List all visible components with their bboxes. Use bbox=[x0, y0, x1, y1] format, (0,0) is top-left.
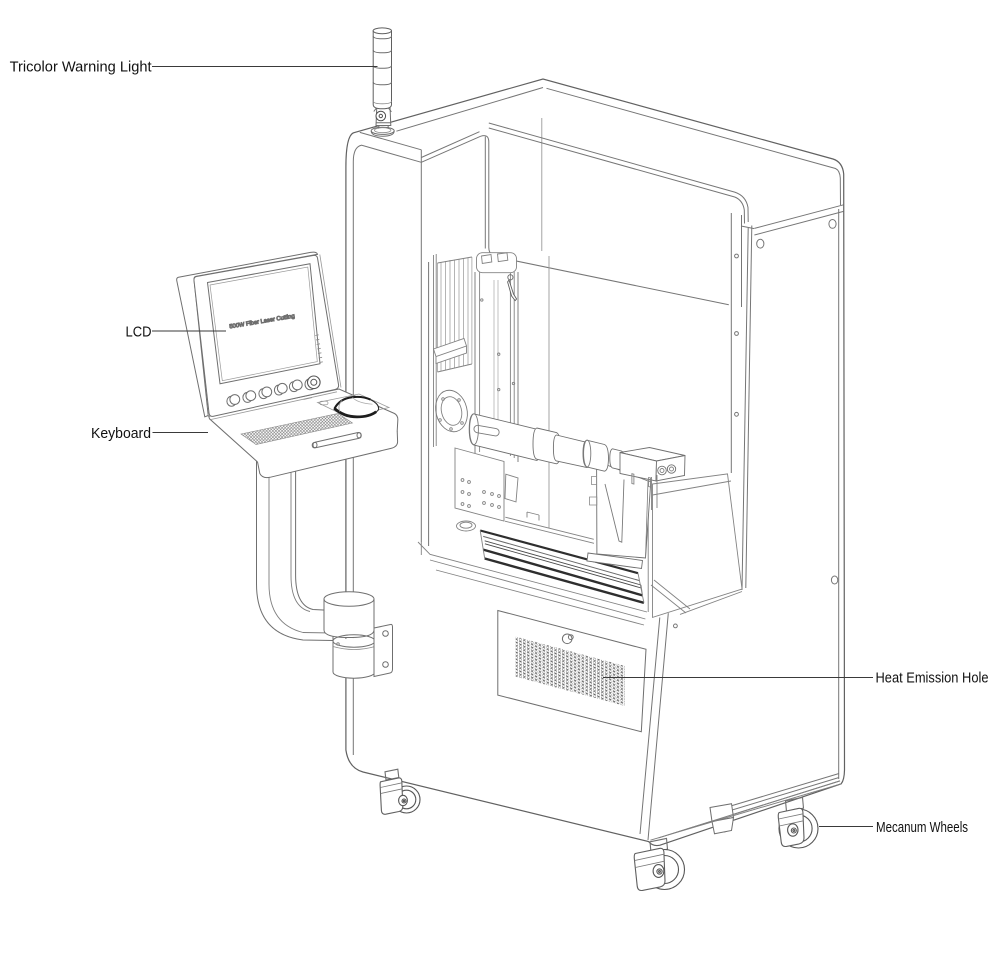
svg-text:Heat Emission Hole: Heat Emission Hole bbox=[876, 670, 989, 687]
svg-text:Mecanum Wheels: Mecanum Wheels bbox=[876, 819, 968, 836]
svg-text:Tricolor Warning Light: Tricolor Warning Light bbox=[10, 59, 153, 76]
svg-text:Keyboard: Keyboard bbox=[91, 425, 151, 442]
svg-text:LCD: LCD bbox=[126, 324, 152, 341]
